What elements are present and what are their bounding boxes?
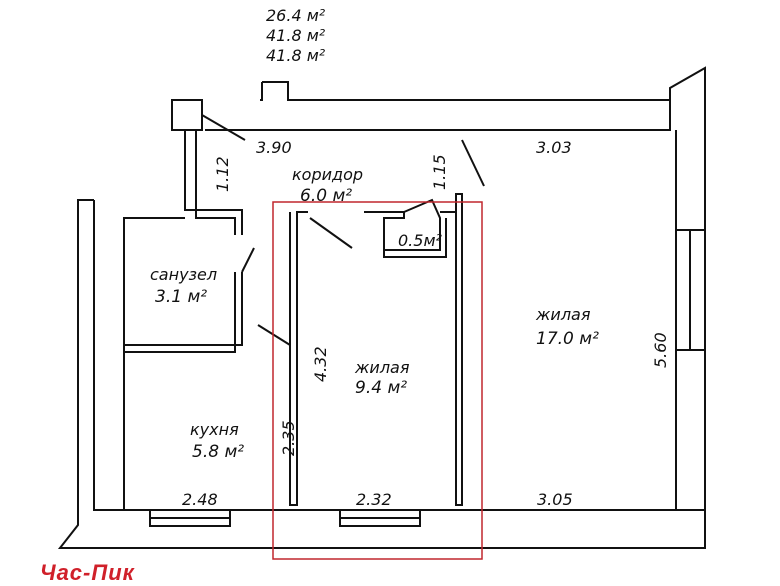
- kitchen-area: 5.8 м²: [192, 442, 244, 462]
- big-room-name: жилая: [535, 305, 591, 324]
- duct-leader-line: [201, 114, 246, 141]
- closet-area: 0.5м²: [398, 231, 443, 250]
- dim-bath-duct: 1.12: [213, 156, 232, 192]
- door-swing-big-room: [461, 139, 485, 187]
- corridor-top-wall: [205, 100, 671, 131]
- dim-small-room-height: 4.32: [311, 346, 330, 382]
- dim-closet-depth: 1.15: [430, 154, 449, 190]
- dim-big-room-width-top: 3.03: [536, 138, 572, 157]
- total-living-area: 26.4 м²: [266, 6, 326, 25]
- big-room-area: 17.0 м²: [536, 329, 599, 349]
- total-area: 41.8 м²: [266, 26, 326, 45]
- small-room-left-wall: [289, 211, 308, 506]
- dim-kitchen-width: 2.48: [182, 490, 218, 509]
- outer-wall: [57, 66, 706, 549]
- brand-logo: Час-Пик: [40, 560, 135, 585]
- left-wall: [93, 200, 185, 511]
- dim-kitchen-height: 2.35: [279, 420, 298, 456]
- walls: [57, 66, 706, 549]
- door-swing-kitchen: [257, 324, 291, 346]
- dim-small-room-width: 2.32: [356, 490, 392, 509]
- vent-shaft: [260, 82, 263, 101]
- duct-walls: [184, 130, 243, 235]
- area-totals: 26.4 м² 41.8 м² 41.8 м²: [266, 6, 325, 66]
- bathroom-name: санузел: [150, 265, 217, 284]
- corridor-name: коридор: [292, 165, 363, 184]
- door-swing-small-room: [309, 217, 353, 249]
- bath-duct: [171, 99, 203, 131]
- corridor-area: 6.0 м²: [300, 186, 352, 206]
- dim-big-room-width-bottom: 3.05: [537, 490, 573, 509]
- small-room-right-wall: [455, 193, 463, 506]
- small-room-name: жилая: [354, 358, 410, 377]
- total-area-2: 41.8 м²: [266, 46, 326, 65]
- closet-walls: [364, 198, 456, 258]
- small-room-area: 9.4 м²: [355, 378, 407, 398]
- door-swing-bathroom: [241, 247, 255, 273]
- bathroom-wall: [124, 272, 243, 353]
- highlight-frame: [272, 201, 483, 560]
- dim-corridor-length: 3.90: [256, 138, 292, 157]
- kitchen-name: кухня: [190, 420, 239, 439]
- bathroom-area: 3.1 м²: [155, 287, 207, 307]
- dim-big-room-height: 5.60: [651, 332, 670, 368]
